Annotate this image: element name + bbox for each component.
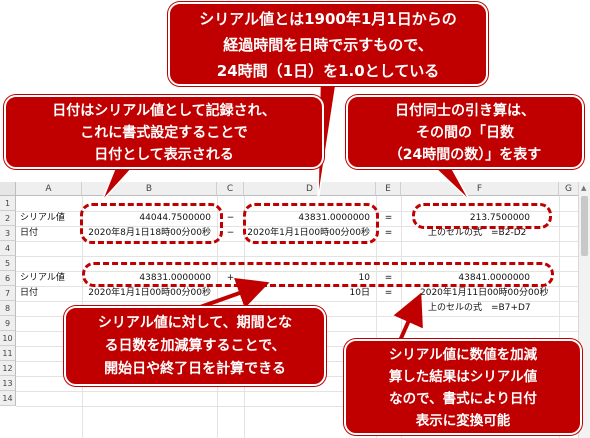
cell-a2[interactable]: シリアル値 <box>20 213 65 223</box>
highlight-b2-b3 <box>80 203 223 244</box>
column-header-a[interactable]: A <box>16 182 82 196</box>
highlight-row-6 <box>82 262 554 287</box>
cell-f3[interactable]: 上のセルの式 =B2-D2 <box>428 228 527 238</box>
cell-d7[interactable]: 10日 <box>349 288 370 298</box>
callout-convert-to-date: シリアル値に数値を加減 算した結果はシリアル値 なので、書式により日付 表示に変… <box>344 339 582 435</box>
gridline <box>16 406 579 407</box>
column-header-e[interactable]: E <box>376 182 401 196</box>
column-header-d[interactable]: D <box>244 182 376 196</box>
row-header-1[interactable]: 1 <box>0 196 16 211</box>
row-header-8[interactable]: 8 <box>0 301 16 316</box>
highlight-f2 <box>412 203 552 229</box>
cell-e6[interactable]: = <box>384 273 393 283</box>
cell-e2[interactable]: = <box>384 213 393 223</box>
gridline <box>16 391 579 392</box>
callout-add-days: シリアル値に対して、期間とな る日数を加減算することで、 開始日や終了日を計算で… <box>64 306 326 386</box>
cell-d2[interactable]: 43831.0000000 <box>298 213 370 223</box>
cell-e7[interactable]: = <box>384 288 393 298</box>
row-header-2[interactable]: 2 <box>0 211 16 226</box>
column-header-b[interactable]: B <box>82 182 217 196</box>
row-header-10[interactable]: 10 <box>0 331 16 346</box>
callout-line: 経過時間を日時で示すもので、 <box>223 36 433 54</box>
cell-b7[interactable]: 2020年1月1日00時00分00秒 <box>88 288 211 298</box>
cell-c2[interactable]: − <box>226 213 235 223</box>
row-header-12[interactable]: 12 <box>0 361 16 376</box>
callout-line: 算した結果はシリアル値 <box>388 369 538 385</box>
gridline <box>16 301 579 302</box>
row-header-6[interactable]: 6 <box>0 271 16 286</box>
cell-d3[interactable]: 2020年1月1日00時00分00秒 <box>247 228 370 238</box>
cell-a6[interactable]: シリアル値 <box>20 273 65 283</box>
callout-serial-value-definition: シリアル値とは1900年1月1日からの 経過時間を日時で示すもので、 24時間（… <box>168 2 488 86</box>
callout-date-subtraction: 日付同士の引き算は、 その間の「日数 （24時間の数）」を表す <box>346 95 584 169</box>
scrollbar-thumb[interactable] <box>581 196 588 256</box>
callout-line: 表示に変換可能 <box>415 413 511 429</box>
gridline <box>16 226 579 227</box>
gridline <box>16 211 579 212</box>
gridline <box>559 196 560 438</box>
row-header-14[interactable]: 14 <box>0 391 16 406</box>
row-header-4[interactable]: 4 <box>0 241 16 256</box>
callout-line: 24時間（1日）を1.0としている <box>216 62 440 80</box>
cell-f7[interactable]: 2020年1月11日00時00分00秒 <box>420 288 549 298</box>
cell-f6[interactable]: 43841.0000000 <box>458 273 530 283</box>
cell-b2[interactable]: 44044.7500000 <box>139 213 211 223</box>
column-header-c[interactable]: C <box>217 182 244 196</box>
row-header-13[interactable]: 13 <box>0 376 16 391</box>
callout-line: る日数を加減算することで、 <box>104 338 286 354</box>
column-header-f[interactable]: F <box>401 182 559 196</box>
callout-date-format: 日付はシリアル値として記録され、 これに書式設定することで 日付として表示される <box>4 95 324 169</box>
callout-line: その間の「日数 <box>416 125 514 141</box>
callout-line: シリアル値とは1900年1月1日からの <box>199 10 457 28</box>
cell-b6[interactable]: 43831.0000000 <box>139 273 211 283</box>
cell-c6[interactable]: + <box>226 273 235 283</box>
callout-line: 日付はシリアル値として記録され、 <box>52 103 276 119</box>
row-header-5[interactable]: 5 <box>0 256 16 271</box>
callout-line: シリアル値に対して、期間とな <box>97 315 293 331</box>
select-all-corner[interactable] <box>0 182 16 196</box>
row-header-7[interactable]: 7 <box>0 286 16 301</box>
row-header-3[interactable]: 3 <box>0 226 16 241</box>
callout-line: シリアル値に数値を加減 <box>388 347 538 363</box>
highlight-d2-d3 <box>243 203 379 244</box>
scroll-up-icon[interactable]: ▲ <box>581 184 587 192</box>
gridline <box>16 256 579 257</box>
cell-a7[interactable]: 日付 <box>20 288 39 298</box>
callout-line: なので、書式により日付 <box>389 391 537 407</box>
gridline <box>376 196 377 438</box>
cell-e3[interactable]: = <box>384 228 393 238</box>
callout-line: （24時間の数）」を表す <box>388 147 542 163</box>
callout-line: これに書式設定することで <box>80 125 248 141</box>
row-header-9[interactable]: 9 <box>0 316 16 331</box>
cell-f2[interactable]: 213.7500000 <box>469 213 530 223</box>
gridline <box>16 271 579 272</box>
cell-b3[interactable]: 2020年8月1日18時00分00秒 <box>88 228 211 238</box>
row-header-11[interactable]: 11 <box>0 346 16 361</box>
cell-a3[interactable]: 日付 <box>20 228 39 238</box>
cell-c3[interactable]: − <box>226 228 235 238</box>
column-header-g[interactable]: G <box>559 182 579 196</box>
callout-line: 開始日や終了日を計算できる <box>104 361 286 377</box>
cell-f8[interactable]: 上のセルの式 =B7+D7 <box>428 303 531 313</box>
callout-line: 日付として表示される <box>94 147 234 163</box>
cell-d6[interactable]: 10 <box>358 273 370 283</box>
callout-line: 日付同士の引き算は、 <box>395 103 535 119</box>
